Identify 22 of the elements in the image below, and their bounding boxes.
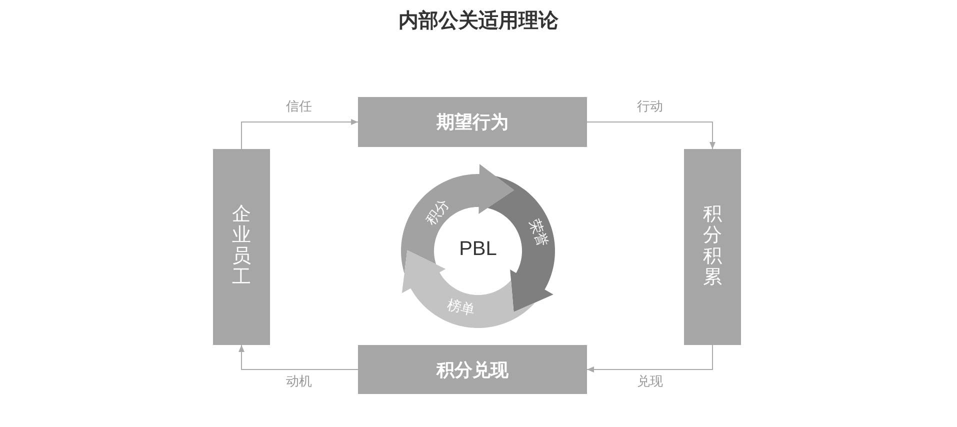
arrow xyxy=(238,344,358,370)
process-box xyxy=(684,149,741,345)
box-label: 期望行为 xyxy=(436,111,508,133)
edge-label: 兑现 xyxy=(637,374,663,388)
edge-label: 动机 xyxy=(286,374,312,388)
box-label: 积分兑现 xyxy=(436,358,508,380)
process-box xyxy=(358,345,587,394)
edge-label: 行动 xyxy=(637,98,663,114)
process-box xyxy=(213,149,270,345)
segment-label: 榜单 xyxy=(446,296,476,318)
process-box xyxy=(358,97,587,147)
center-label: PBL xyxy=(459,237,497,261)
edge-label: 信任 xyxy=(286,98,312,114)
arrow xyxy=(586,344,713,372)
cycle-segment xyxy=(401,164,515,274)
segment-label: 积分 xyxy=(422,196,452,228)
diagram-title: 内部公关适用理论 xyxy=(398,10,558,32)
arrow xyxy=(241,119,358,150)
box-label: 积分积累 xyxy=(703,205,722,289)
box-label: 企业员工 xyxy=(232,205,251,289)
segment-label: 荣誉 xyxy=(526,217,552,249)
arrow xyxy=(586,122,716,150)
